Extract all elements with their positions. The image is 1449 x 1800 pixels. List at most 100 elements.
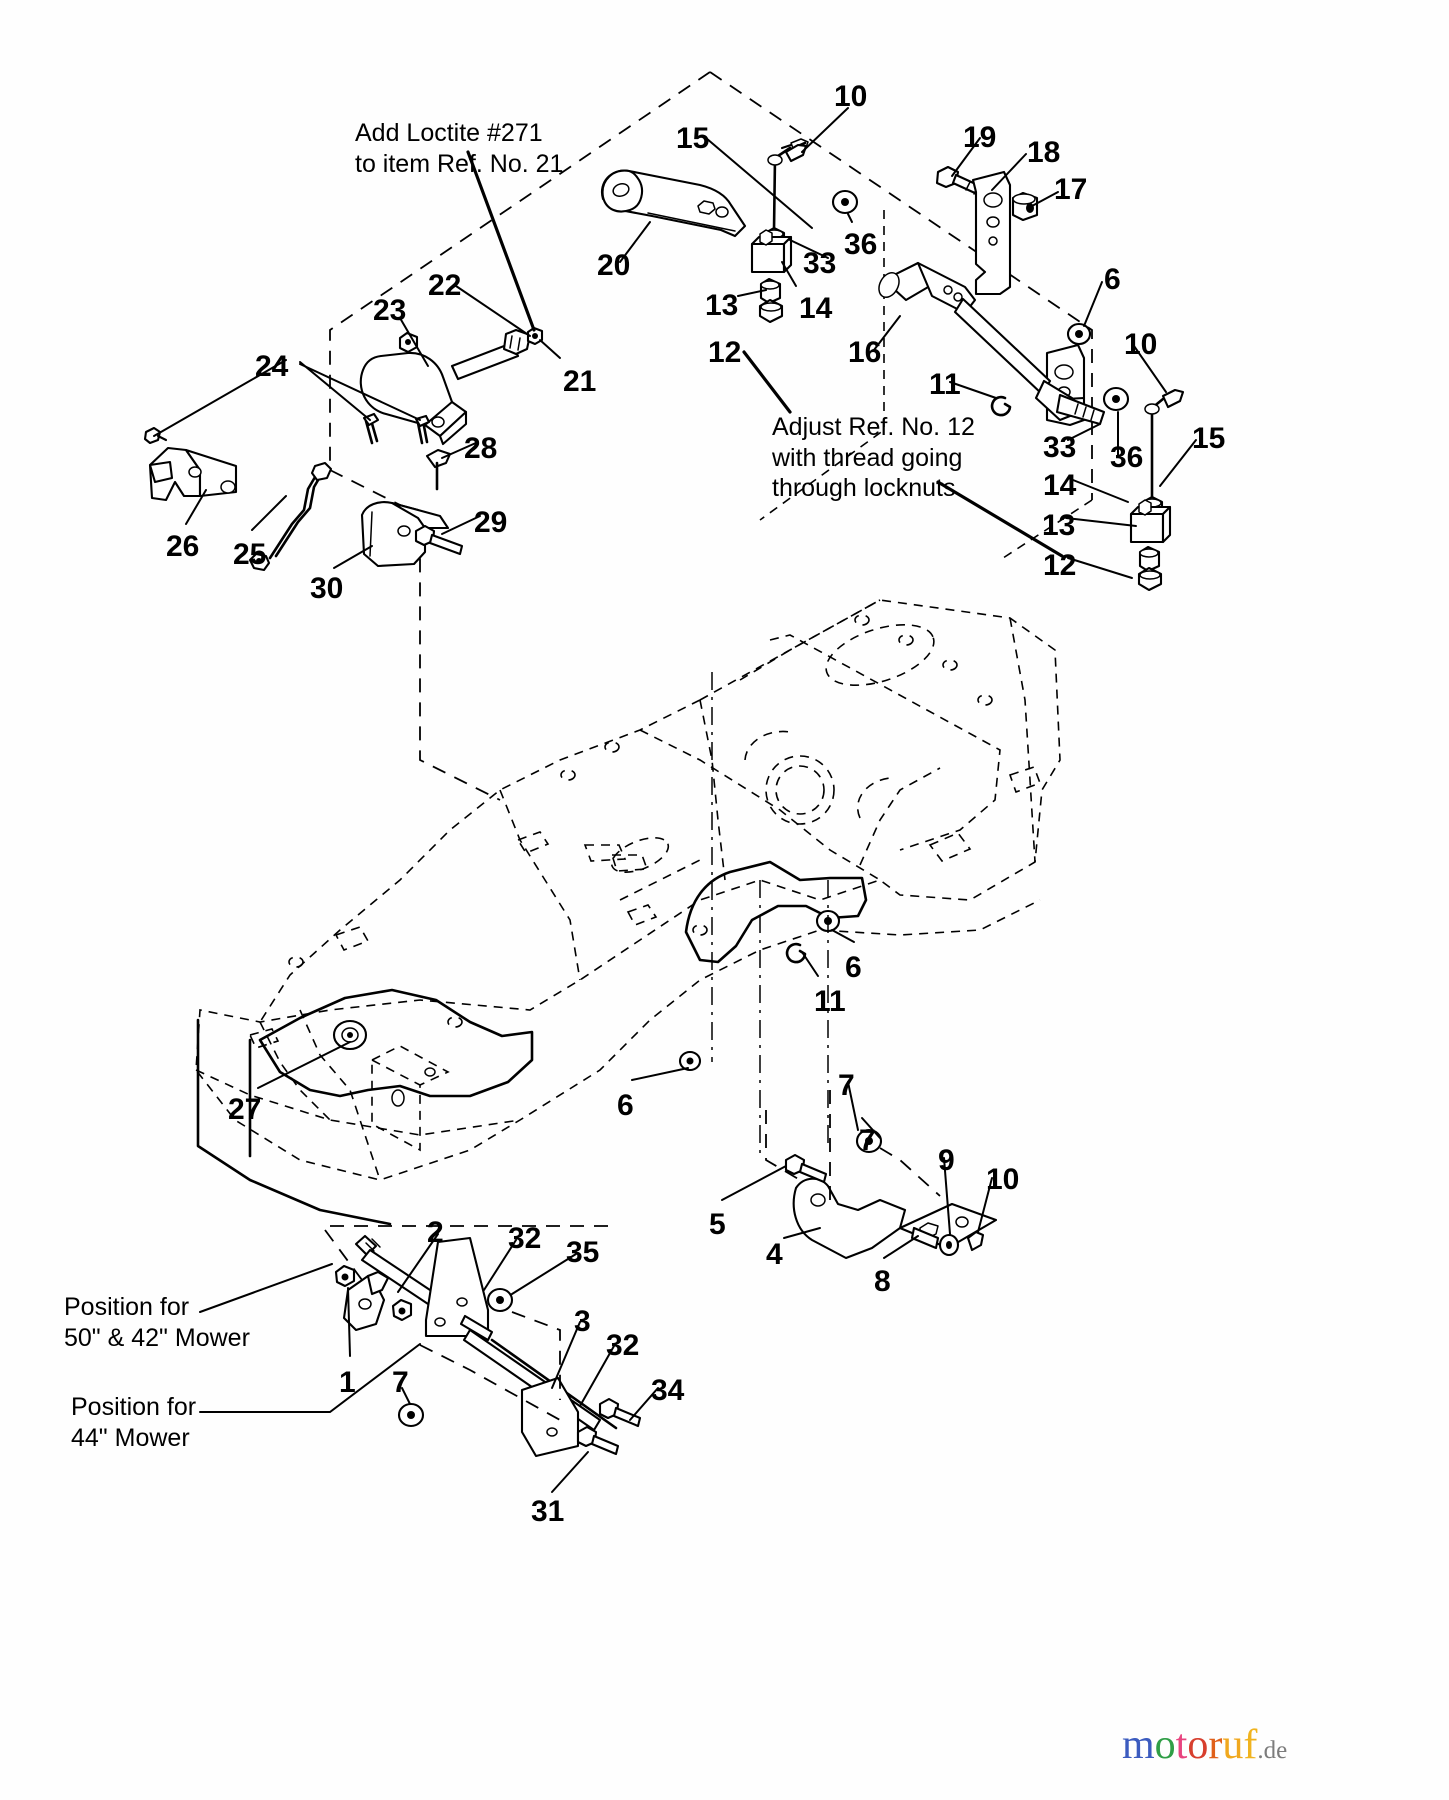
callout-ref-36: 36 (844, 228, 878, 261)
callout-ref-23: 23 (373, 294, 407, 327)
watermark-f: f (1243, 1722, 1258, 1768)
part-12-locknut-top (758, 298, 784, 324)
callout-ref-14: 14 (1043, 469, 1077, 502)
watermark-tld: .de (1257, 1737, 1288, 1764)
watermark-o2: o (1187, 1722, 1209, 1768)
callout-ref-24: 24 (255, 350, 289, 383)
note-position-50-42: Position for 50" & 42" Mower (64, 1293, 250, 1352)
part-24-bolt-left (143, 426, 168, 445)
callout-ref-10: 10 (834, 80, 868, 113)
part-36-washer-top (831, 189, 859, 215)
callout-ref-27: 27 (228, 1093, 262, 1126)
part-4-bracket (792, 1177, 998, 1260)
part-24-cotter-1 (362, 412, 380, 445)
callout-ref-17: 17 (1054, 173, 1088, 206)
callout-ref-9: 9 (938, 1144, 955, 1177)
part-32-plate-upper (424, 1236, 494, 1342)
part-6-nut-upper-right (1066, 322, 1092, 346)
callout-ref-25: 25 (233, 538, 267, 571)
part-11-eclip-upper (990, 395, 1012, 417)
callout-ref-19: 19 (963, 121, 997, 154)
part-6-nut-center (678, 1050, 702, 1072)
note-position-44: Position for 44" Mower (71, 1393, 197, 1452)
callout-ref-5: 5 (709, 1208, 726, 1241)
callout-ref-34: 34 (651, 1374, 685, 1407)
motoruf-watermark: motoruf.de (1122, 1724, 1287, 1766)
callout-ref-10: 10 (986, 1163, 1020, 1196)
callout-ref-35: 35 (566, 1236, 600, 1269)
callout-ref-33: 33 (1043, 431, 1077, 464)
callout-ref-33: 33 (803, 247, 837, 280)
callout-ref-6: 6 (1104, 263, 1121, 296)
part-32-plate-lower (520, 1376, 580, 1458)
watermark-m: m (1122, 1722, 1155, 1768)
part-14-block-top (750, 229, 793, 274)
callout-ref-26: 26 (166, 530, 200, 563)
part-13-bushing-top (759, 277, 782, 305)
callout-ref-36: 36 (1110, 441, 1144, 474)
part-31-bolt (576, 1425, 620, 1456)
part-24-cotter-2 (414, 414, 431, 445)
part-8-pin (910, 1226, 940, 1250)
part-7-washer-right (855, 1128, 883, 1154)
deck-shield-outlines (196, 860, 868, 1226)
callout-ref-15: 15 (676, 122, 710, 155)
part-34-bolt (598, 1397, 642, 1428)
watermark-r: r (1208, 1722, 1223, 1768)
part-11-eclip-deck (785, 942, 807, 964)
callout-ref-4: 4 (766, 1238, 783, 1271)
part-36-washer-right (1102, 386, 1130, 412)
callout-ref-28: 28 (464, 432, 498, 465)
watermark-u: u (1222, 1722, 1244, 1768)
callout-ref-13: 13 (1042, 509, 1076, 542)
part-18-plate (971, 170, 1012, 296)
callout-ref-12: 12 (1043, 549, 1077, 582)
part-20-bracket (600, 169, 747, 238)
watermark-o1: o (1154, 1722, 1176, 1768)
part-27-roller (332, 1019, 368, 1051)
callout-ref-6: 6 (617, 1089, 634, 1122)
part-10-pin-right (1161, 388, 1185, 409)
note-adjust: Adjust Ref. No. 12 with thread going thr… (772, 413, 975, 502)
callout-ref-8: 8 (874, 1265, 891, 1298)
callout-ref-7: 7 (859, 1124, 876, 1157)
part-28-pin (425, 448, 452, 491)
callout-ref-7: 7 (838, 1069, 855, 1102)
part-9-washer (938, 1233, 960, 1257)
part-16-rod-assembly (878, 261, 1106, 426)
part-12-locknut-right (1137, 566, 1163, 592)
callout-ref-13: 13 (705, 289, 739, 322)
mower-deck-outline (195, 599, 1061, 1181)
watermark-t: t (1175, 1722, 1188, 1768)
part-14-block-right (1129, 499, 1172, 544)
callout-ref-7: 7 (392, 1366, 409, 1399)
callout-ref-30: 30 (310, 572, 344, 605)
callout-ref-32: 32 (508, 1222, 542, 1255)
note-loctite: Add Loctite #271 to item Ref. No. 21 (355, 119, 564, 178)
leader-lines (153, 107, 1197, 1493)
callout-ref-20: 20 (597, 249, 631, 282)
part-5-bolt (784, 1153, 828, 1184)
part-30-pedal (360, 501, 450, 568)
callout-ref-15: 15 (1192, 422, 1226, 455)
callout-ref-14: 14 (799, 292, 833, 325)
part-nut-small-23 (398, 331, 419, 354)
part-10-pin-bottom (966, 1230, 985, 1252)
part-7-washer-bottom (397, 1402, 425, 1428)
callout-ref-32: 32 (606, 1329, 640, 1362)
callout-ref-29: 29 (474, 506, 508, 539)
callout-ref-18: 18 (1027, 136, 1061, 169)
callout-ref-11: 11 (929, 368, 961, 401)
callout-ref-3: 3 (574, 1305, 591, 1338)
callout-ref-31: 31 (531, 1495, 565, 1528)
part-17-bushing (1011, 191, 1039, 222)
part-23-grip (359, 351, 468, 446)
part-29-bolt (414, 524, 464, 556)
callout-ref-22: 22 (428, 269, 462, 302)
part-13-bushing-right (1138, 545, 1161, 573)
callout-ref-21: 21 (563, 365, 597, 398)
part-27-bracket (371, 1045, 450, 1152)
callout-ref-10: 10 (1124, 328, 1158, 361)
